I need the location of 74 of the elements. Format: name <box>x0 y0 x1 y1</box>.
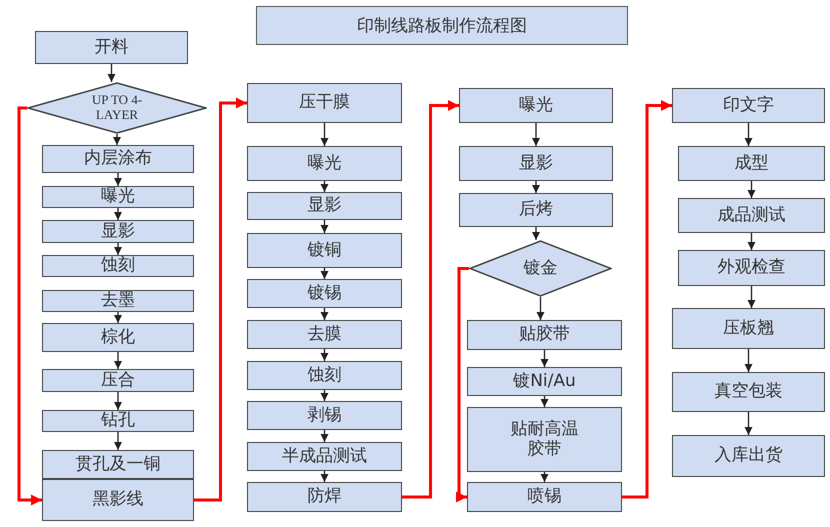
process-box: 防焊 <box>247 482 402 512</box>
process-box: 内层涂布 <box>42 145 194 173</box>
arrow <box>540 350 548 367</box>
process-box: 压干膜 <box>247 83 402 123</box>
process-box: 显影 <box>459 146 613 181</box>
arrow <box>320 181 328 192</box>
arrow <box>540 472 548 482</box>
process-box: 贯孔及一铜 <box>42 450 194 479</box>
process-box: 剥锡 <box>247 401 402 430</box>
arrow <box>748 233 756 250</box>
process-box: 贴耐高温胶带 <box>467 407 622 472</box>
arrow <box>114 173 122 186</box>
process-box: 曝光 <box>42 186 194 208</box>
arrow <box>536 297 544 320</box>
process-box: 曝光 <box>459 88 613 123</box>
arrow <box>320 268 328 279</box>
process-box: 半成品测试 <box>247 442 402 471</box>
arrow <box>108 64 116 82</box>
arrow <box>320 220 328 233</box>
decision-diamond: UP TO 4-LAYER <box>27 82 207 134</box>
arrow <box>748 286 756 308</box>
process-box: 外观检查 <box>678 250 825 286</box>
arrow <box>194 98 247 502</box>
process-box: 镀锡 <box>247 279 402 308</box>
process-box: 蚀刻 <box>42 255 194 277</box>
arrow <box>113 134 121 145</box>
process-box: 真空包装 <box>672 372 825 412</box>
process-box: 去膜 <box>247 320 402 349</box>
process-box: 压合 <box>42 369 194 392</box>
process-box: 蚀刻 <box>247 361 402 390</box>
process-box: 贴胶带 <box>467 320 622 350</box>
arrow <box>114 392 122 410</box>
process-box: 开料 <box>35 31 188 64</box>
process-box: 成品测试 <box>678 198 825 233</box>
arrow <box>18 106 42 506</box>
process-box: 钻孔 <box>42 410 194 432</box>
process-box: 压板翘 <box>672 308 825 349</box>
arrow <box>320 349 328 361</box>
process-box: 成型 <box>678 146 825 181</box>
arrow <box>114 312 122 323</box>
process-box: 印文字 <box>672 88 825 123</box>
arrow <box>532 123 540 146</box>
process-box: 喷锡 <box>467 482 622 512</box>
process-box: 镀铜 <box>247 233 402 268</box>
process-box: 入库出货 <box>672 435 825 477</box>
arrow <box>114 352 122 369</box>
arrow <box>402 100 459 498</box>
arrow <box>622 100 672 498</box>
arrow <box>320 471 328 482</box>
decision-diamond: 镀金 <box>469 240 612 297</box>
arrow <box>320 430 328 442</box>
arrow <box>456 267 469 502</box>
arrow <box>114 432 122 450</box>
process-box: 显影 <box>247 192 402 220</box>
process-box: 显影 <box>42 220 194 243</box>
process-box: 去墨 <box>42 290 194 312</box>
arrow <box>744 412 752 435</box>
arrow <box>744 349 752 372</box>
process-box: 黑影线 <box>42 479 194 521</box>
arrow <box>532 181 540 193</box>
title-box: 印制线路板制作流程图 <box>256 6 628 45</box>
arrow <box>540 396 548 407</box>
arrow <box>748 181 756 198</box>
arrow <box>320 390 328 401</box>
process-box: 后烤 <box>459 193 613 227</box>
arrow <box>320 123 328 146</box>
process-box: 曝光 <box>247 146 402 181</box>
process-box: 棕化 <box>42 323 194 352</box>
arrow <box>114 243 122 255</box>
process-box: 镀Ni/Au <box>467 367 622 396</box>
arrow <box>532 227 540 240</box>
arrow <box>320 308 328 320</box>
arrow <box>114 208 122 220</box>
arrow <box>744 123 752 146</box>
